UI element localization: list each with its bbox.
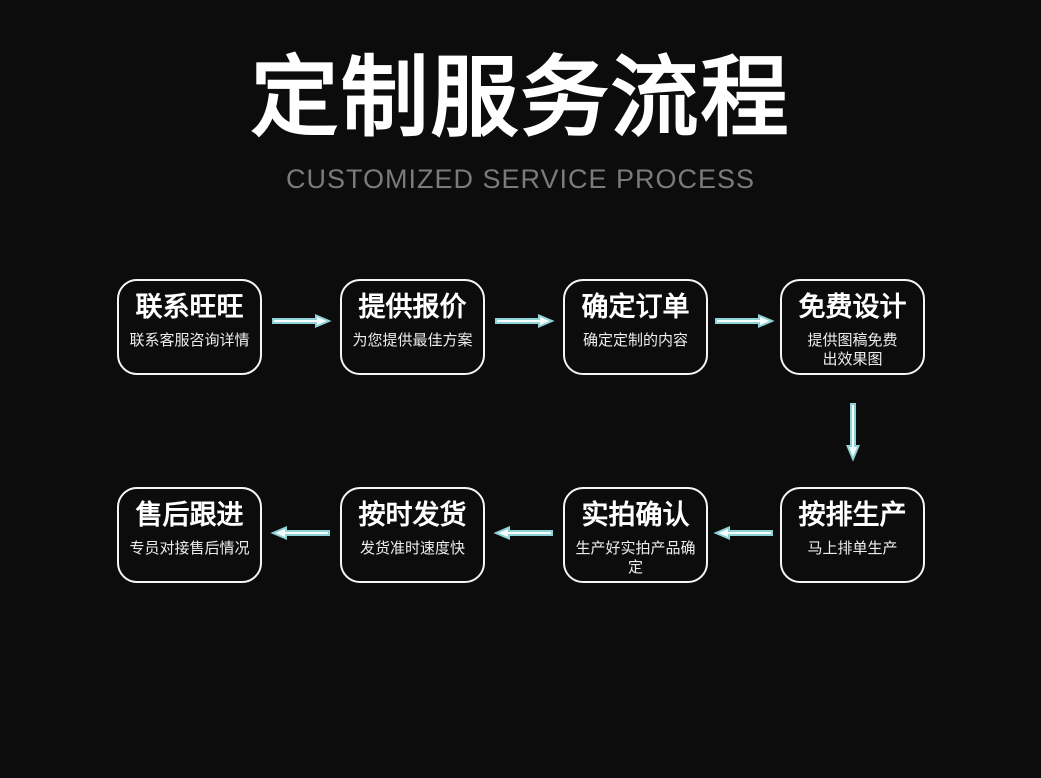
step-title: 按时发货	[358, 500, 467, 531]
step-title: 联系旺旺	[135, 292, 244, 323]
step-contact: 联系旺旺 联系客服咨询详情	[117, 279, 262, 375]
step-title: 售后跟进	[135, 500, 244, 531]
arrow-left-icon	[270, 525, 330, 541]
arrow-right-icon	[272, 313, 332, 329]
step-title: 确定订单	[581, 292, 690, 323]
step-desc: 提供图稿免费 出效果图	[807, 332, 898, 368]
step-quote: 提供报价 为您提供最佳方案	[340, 279, 485, 375]
arrow-down-icon	[845, 403, 861, 462]
step-desc: 为您提供最佳方案	[352, 332, 473, 349]
page-title: 定制服务流程	[250, 48, 791, 147]
step-shipping: 按时发货 发货准时速度快	[340, 487, 485, 583]
arrow-right-icon	[715, 313, 775, 329]
arrow-right-icon	[495, 313, 555, 329]
step-desc: 确定定制的内容	[582, 332, 688, 349]
step-confirm-order: 确定订单 确定定制的内容	[563, 279, 708, 375]
step-title: 免费设计	[798, 292, 907, 323]
step-desc: 专员对接售后情况	[129, 540, 250, 557]
step-desc: 发货准时速度快	[359, 540, 465, 557]
arrow-left-icon	[493, 525, 553, 541]
step-desc: 马上排单生产	[807, 540, 898, 557]
step-free-design: 免费设计 提供图稿免费 出效果图	[780, 279, 925, 375]
step-aftersales: 售后跟进 专员对接售后情况	[117, 487, 262, 583]
step-title: 提供报价	[358, 292, 467, 323]
step-desc: 联系客服咨询详情	[129, 332, 250, 349]
step-photo-confirm: 实拍确认 生产好实拍产品确定	[563, 487, 708, 583]
page-subtitle: CUSTOMIZED SERVICE PROCESS	[285, 164, 756, 194]
step-desc: 生产好实拍产品确定	[575, 540, 696, 576]
arrow-left-icon	[713, 525, 773, 541]
step-production: 按排生产 马上排单生产	[780, 487, 925, 583]
step-title: 按排生产	[798, 500, 907, 531]
step-title: 实拍确认	[581, 500, 690, 531]
